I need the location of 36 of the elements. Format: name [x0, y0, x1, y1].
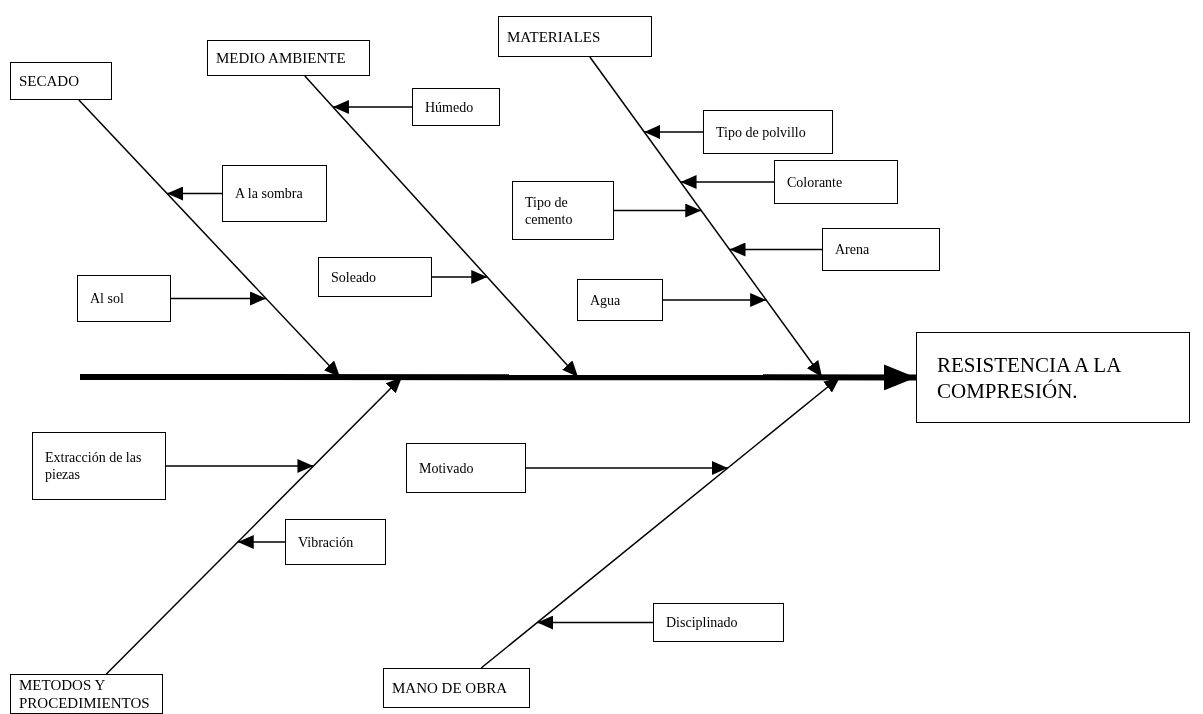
- cause-box: Húmedo: [412, 88, 500, 126]
- category-box: SECADO: [10, 62, 112, 100]
- cause-box: Colorante: [774, 160, 898, 204]
- arrow: [662, 293, 767, 307]
- arrow: [679, 175, 775, 189]
- arrow: [332, 100, 413, 114]
- arrow: [525, 461, 729, 475]
- arrow: [431, 270, 488, 284]
- cause-box: Al sol: [77, 275, 171, 322]
- cause-box: Arena: [822, 228, 940, 271]
- arrow: [536, 615, 654, 630]
- category-box: METODOS Y PROCEDIMIENTOS: [10, 674, 163, 714]
- arrow: [643, 125, 704, 139]
- category-box: MANO DE OBRA: [383, 668, 530, 708]
- arrow: [613, 203, 702, 218]
- cause-box: A la sombra: [222, 165, 327, 222]
- arrow: [170, 291, 267, 306]
- cause-box: Agua: [577, 279, 663, 321]
- cause-box: Tipo de polvillo: [703, 110, 833, 154]
- category-box: MATERIALES: [498, 16, 652, 57]
- arrow: [304, 75, 579, 378]
- effect-box: RESISTENCIA A LA COMPRESIÓN.: [916, 332, 1190, 423]
- cause-box: Soleado: [318, 257, 432, 297]
- cause-box: Tipo de cemento: [512, 181, 614, 240]
- cause-box: Extracción de las piezas: [32, 432, 166, 500]
- arrow: [78, 99, 341, 378]
- cause-box: Motivado: [406, 443, 526, 493]
- arrow: [166, 186, 223, 201]
- category-box: MEDIO AMBIENTE: [207, 40, 370, 76]
- spine-arrow: [80, 364, 916, 391]
- cause-box: Vibración: [285, 519, 386, 565]
- cause-box: Disciplinado: [653, 603, 784, 642]
- arrow: [237, 535, 286, 549]
- arrow: [728, 242, 823, 257]
- arrow: [165, 459, 315, 473]
- arrow: [589, 56, 823, 378]
